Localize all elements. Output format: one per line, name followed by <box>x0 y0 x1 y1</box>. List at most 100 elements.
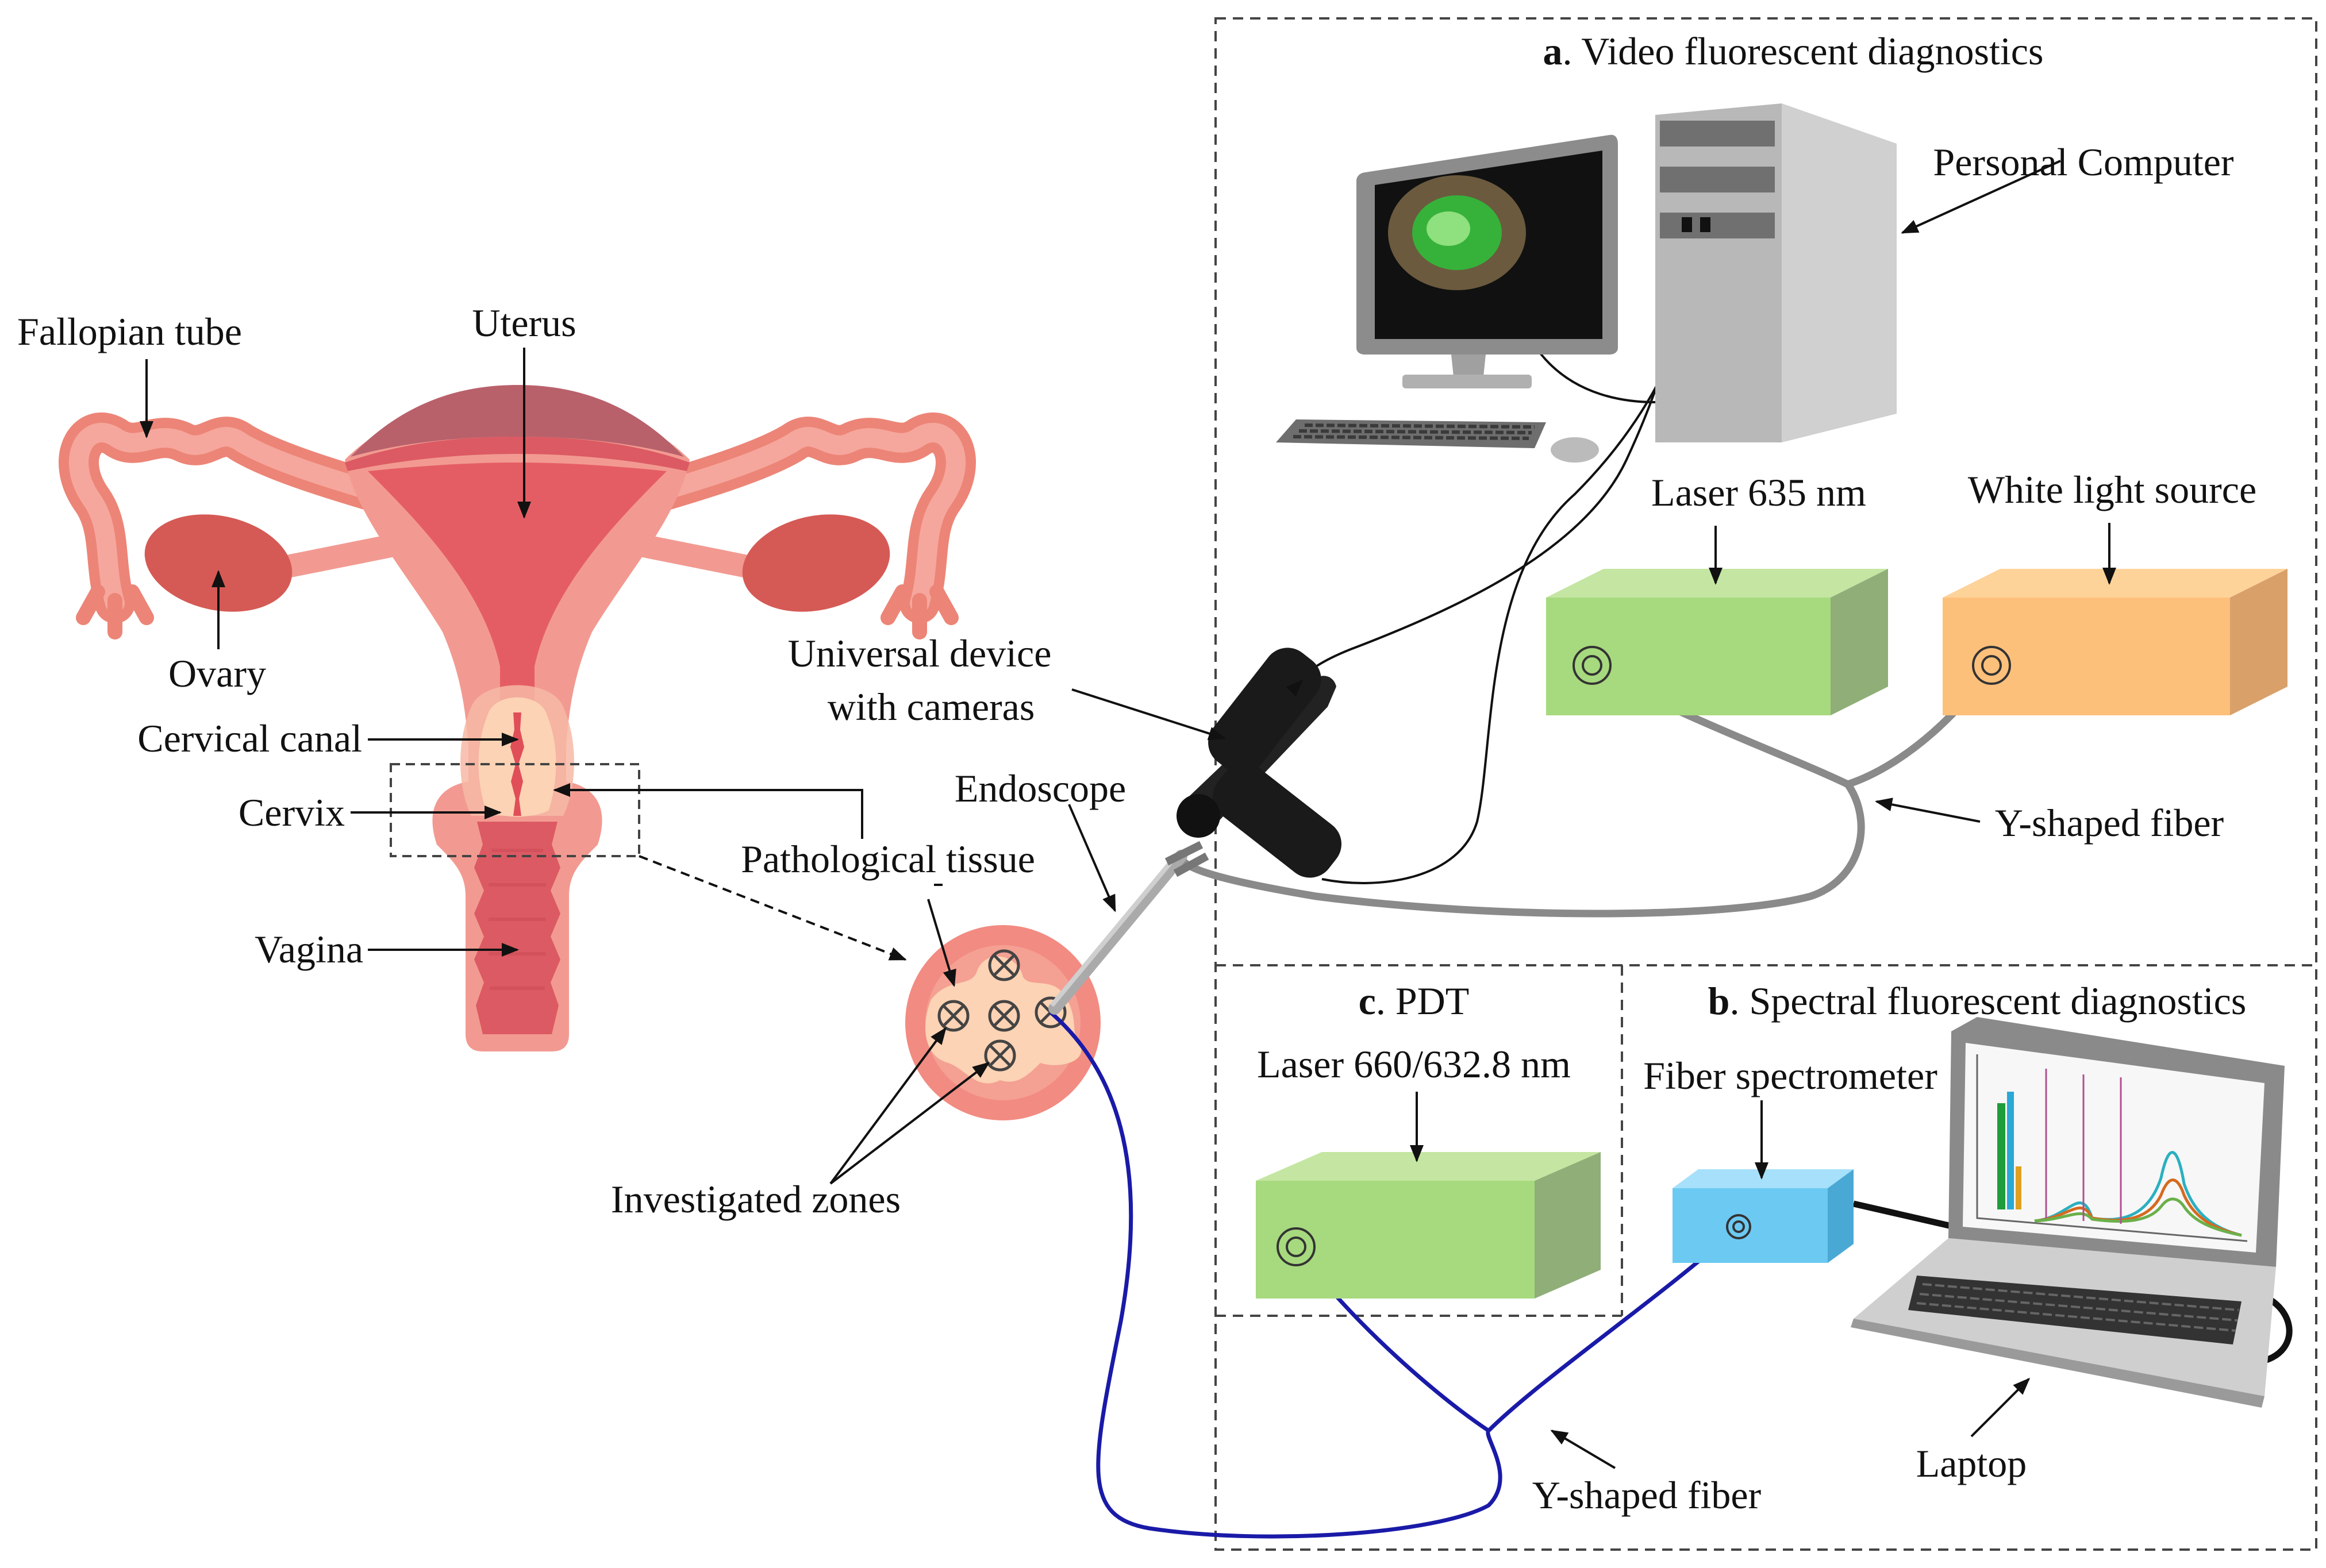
section-a-header: a. Video fluorescent diagnostics <box>1543 29 2044 73</box>
endoscope-collar <box>1164 841 1209 877</box>
device-hub <box>1177 794 1220 838</box>
labels: a. Video fluorescent diagnostics b. Spec… <box>17 29 2256 1517</box>
white-light-port-inner <box>1981 655 2002 676</box>
spectrum-vlines <box>2045 1069 2122 1224</box>
tower-port-2 <box>1700 217 1710 232</box>
label-cervical-canal: Cervical canal <box>137 716 362 760</box>
universal-device <box>1177 648 1341 878</box>
ovarian-ligament-left <box>264 534 402 580</box>
label-pathological-tissue: Pathological tissue <box>741 837 1035 881</box>
arrow-y-fiber-top <box>1875 798 1981 823</box>
white-light-top <box>1943 569 2287 598</box>
laser-pdt-top <box>1256 1152 1601 1181</box>
label-fiber-spectrometer: Fiber spectrometer <box>1643 1054 1937 1097</box>
fallopian-tube-right-inner <box>622 423 966 613</box>
label-investigated-zones: Investigated zones <box>611 1177 901 1221</box>
device-camera-arm-1 <box>1208 648 1321 775</box>
blue-fiber-zone-branch <box>1049 1011 1502 1539</box>
fiber-spectrometer-box <box>1673 1169 1854 1263</box>
section-b-header: b. Spectral fluorescent diagnostics <box>1708 979 2247 1023</box>
spectrometer-port-inner <box>1732 1220 1745 1233</box>
label-cervix: Cervix <box>239 791 345 834</box>
laser-635-box <box>1546 569 1888 715</box>
laptop-keyboard <box>1908 1276 2242 1344</box>
panel-a-video-fluorescent <box>1214 17 2317 1551</box>
spectrum-curve-2 <box>2034 1178 2242 1237</box>
uterus-illustration <box>59 385 976 1051</box>
monitor-base <box>1402 375 1532 388</box>
endoscope-shaft <box>1048 850 1187 1015</box>
spectrometer-port-outer <box>1726 1214 1751 1239</box>
cable-monitor-to-computer <box>1539 352 1656 403</box>
arrow-personal-computer <box>1901 160 2061 234</box>
white-light-front <box>1943 598 2230 715</box>
spectrum-bar-2 <box>2007 1092 2014 1209</box>
arrow-pathological-tissue-down <box>927 899 956 987</box>
label-uterus: Uterus <box>472 301 576 345</box>
ovary-left <box>144 514 293 612</box>
fimbriae-right <box>881 584 959 639</box>
laptop-front-edge <box>1851 1319 2265 1408</box>
laptop-key-rows <box>1916 1283 2239 1332</box>
uterus-fundus-band <box>345 437 690 471</box>
label-vagina: Vagina <box>255 927 363 971</box>
spectrometer-side <box>1828 1169 1854 1263</box>
vaginal-rugae <box>489 849 546 990</box>
arrow-pathological-tissue-to-cervix <box>553 783 863 797</box>
uterine-cavity <box>368 463 667 747</box>
investigated-zone-1 <box>988 949 1020 981</box>
investigated-zone-5 <box>984 1039 1016 1072</box>
vaginal-canal <box>474 822 560 1034</box>
arrow-investigated-zones-1 <box>829 1027 947 1185</box>
spectrometer-top <box>1673 1169 1854 1188</box>
white-light-port-outer <box>1972 646 2011 685</box>
white-light-side <box>2230 569 2287 715</box>
investigated-zone-3 <box>988 1000 1020 1032</box>
tower-bay-3 <box>1660 213 1775 238</box>
grey-fiber-trunk <box>1181 782 1865 918</box>
white-light-box <box>1943 569 2287 715</box>
label-fallopian-tube: Fallopian tube <box>17 310 242 353</box>
label-universal-device-line1: Universal device <box>788 631 1052 675</box>
fallopian-tube-left-inner <box>69 423 412 613</box>
laser-635-port-outer <box>1573 646 1612 685</box>
pathological-tissue-shape <box>925 956 1082 1084</box>
label-personal-computer: Personal Computer <box>1933 140 2234 184</box>
label-y-fiber-bottom: Y-shaped fiber <box>1532 1473 1762 1517</box>
laptop-screen <box>1963 1043 2265 1253</box>
endoscope-shaft-highlight <box>1049 852 1181 1007</box>
laser-pdt-port-outer <box>1277 1227 1316 1266</box>
arrow-universal-device-cable <box>1286 679 1304 697</box>
arrow-investigated-zones-2 <box>829 1062 990 1185</box>
label-universal-device-line2: with cameras <box>828 685 1035 729</box>
spectrum-curve-3 <box>2034 1197 2242 1237</box>
arrow-zoom-dashed <box>639 855 907 961</box>
cable-spectrometer-to-laptop <box>1852 1200 1955 1230</box>
mouse <box>1551 437 1599 463</box>
keyboard-keys <box>1293 423 1535 440</box>
spectrum-bar-1 <box>1997 1103 2005 1209</box>
label-laptop: Laptop <box>1916 1442 2027 1485</box>
ovary-right <box>742 514 890 612</box>
label-ovary: Ovary <box>168 652 266 695</box>
tower-side <box>1782 103 1897 442</box>
laser-pdt-port-inner <box>1286 1236 1306 1257</box>
laser-635-side <box>1831 569 1888 715</box>
laser-pdt-side <box>1535 1152 1601 1299</box>
tower-front <box>1655 103 1782 442</box>
label-y-fiber-top: Y-shaped fiber <box>1995 801 2224 845</box>
spectrum-bar-3 <box>2016 1166 2021 1209</box>
zoomed-cervix <box>905 925 1101 1120</box>
laser-pdt-front <box>1256 1181 1535 1299</box>
arrow-universal-device <box>1071 688 1226 741</box>
section-c-header: c. PDT <box>1359 979 1470 1023</box>
laptop <box>1851 1017 2285 1408</box>
uterus-fundus <box>351 385 684 457</box>
arrow-endoscope <box>1068 804 1116 912</box>
ovarian-ligament-right <box>632 534 770 580</box>
cervix-zoom-box <box>390 763 640 857</box>
arrow-y-fiber-bottom <box>1550 1430 1616 1469</box>
tower-bay-2 <box>1660 167 1775 192</box>
label-laser-635: Laser 635 nm <box>1651 471 1866 514</box>
